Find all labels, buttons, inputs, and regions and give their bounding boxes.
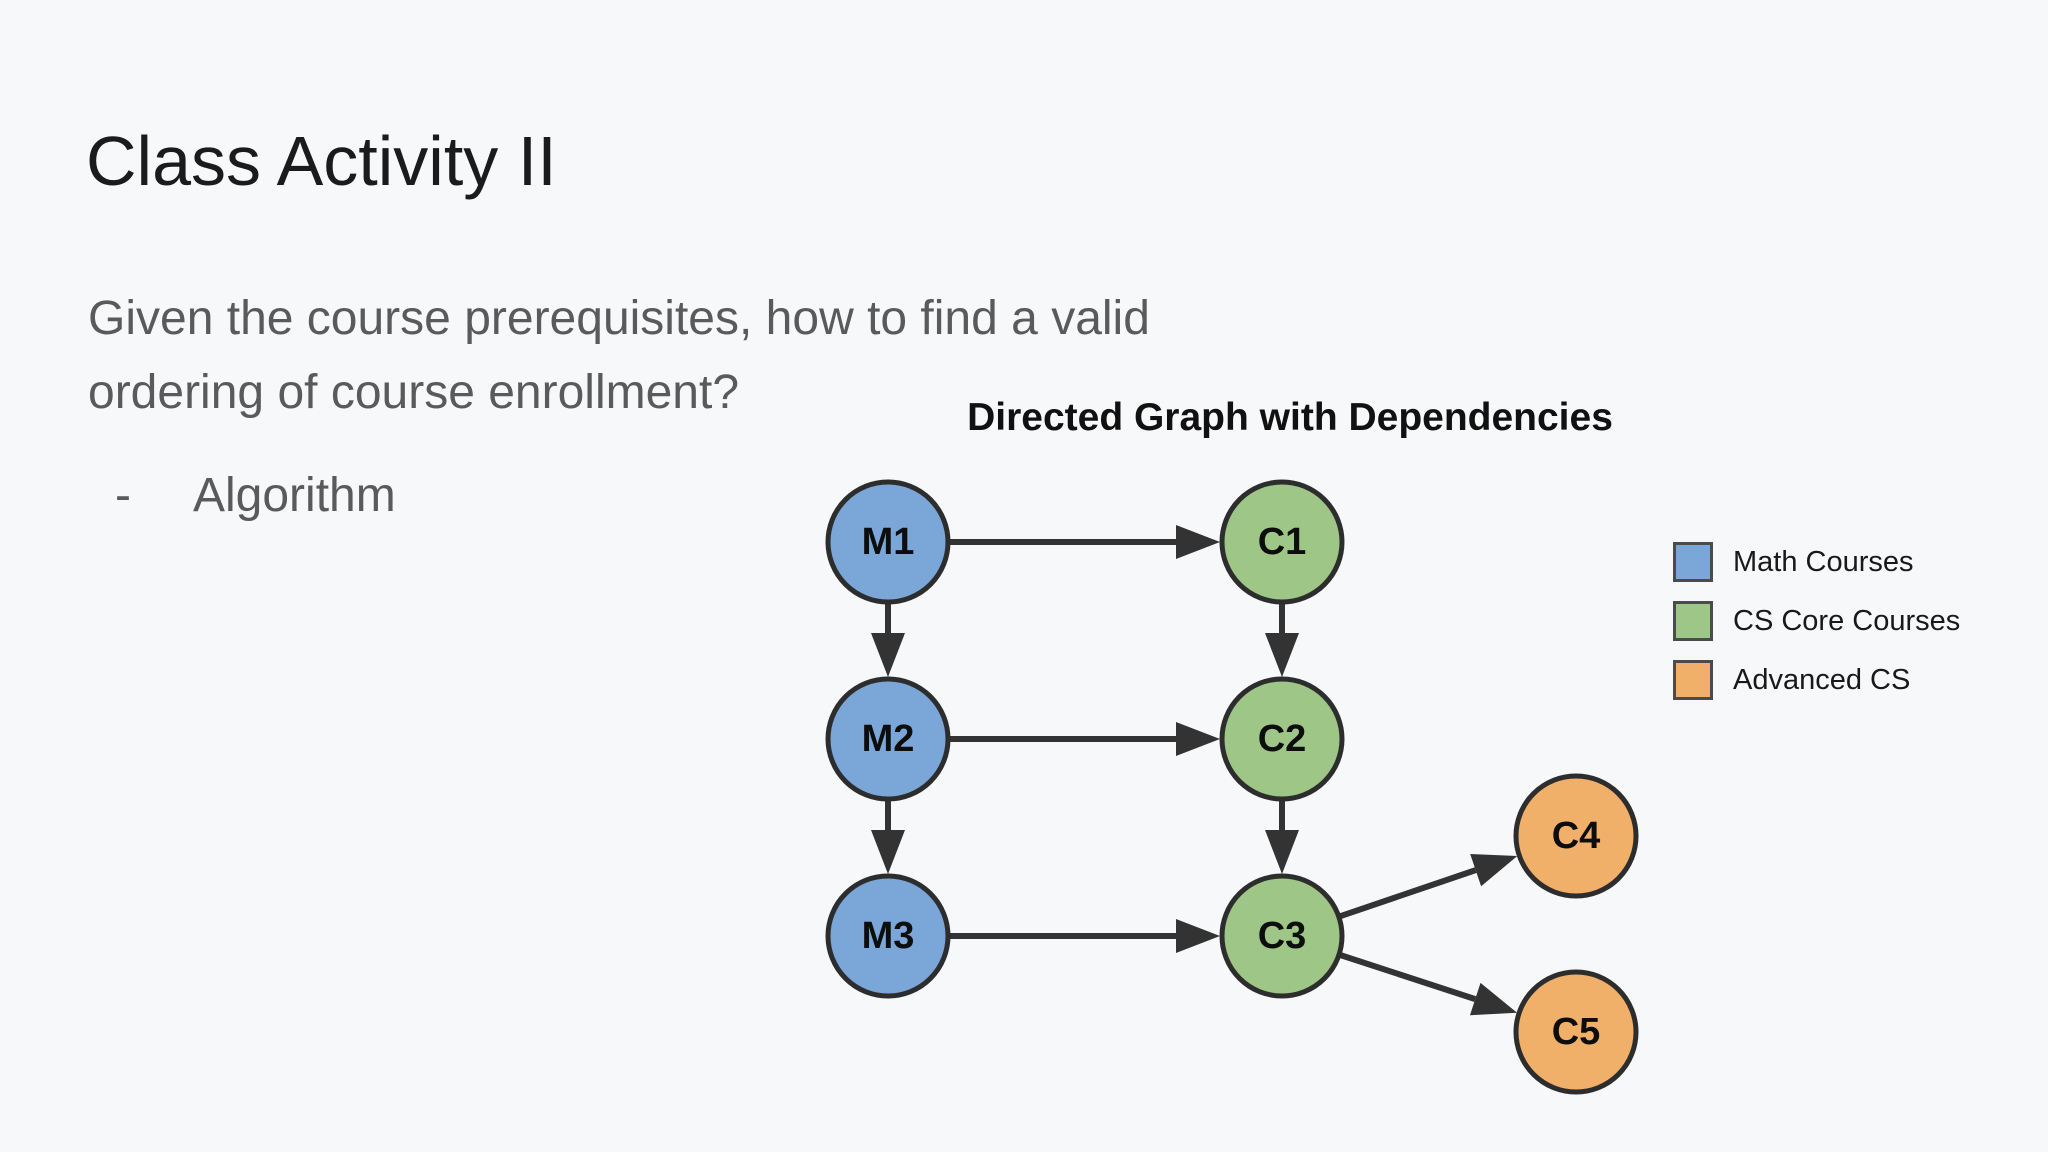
arrowhead-icon [1265, 633, 1299, 677]
edge-M1-M2 [871, 602, 905, 677]
legend-label-core: CS Core Courses [1733, 605, 1961, 637]
node-M2: M2 [825, 676, 951, 802]
advanced-cs-swatch-icon [1673, 660, 1713, 700]
page-title: Class Activity II [86, 122, 557, 200]
question-text: Given the course prerequisites, how to f… [88, 282, 1150, 430]
edge-C2-C3 [1265, 799, 1299, 874]
bullet-label: Algorithm [192, 469, 396, 522]
edge-C1-C2 [1265, 602, 1299, 677]
node-label-C2: C2 [1258, 718, 1307, 760]
edge-M1-C1 [948, 525, 1220, 559]
node-label-C3: C3 [1258, 915, 1307, 957]
legend-item-core: CS Core Courses [1673, 601, 1960, 641]
edge-C3-C4 [1337, 854, 1518, 920]
node-label-M1: M1 [862, 521, 915, 563]
legend-label-advanced: Advanced CS [1733, 664, 1911, 696]
arrowhead-icon [1176, 919, 1220, 953]
edge-M3-C3 [948, 919, 1220, 953]
edge-M2-C2 [948, 722, 1220, 756]
legend: Math Courses CS Core Courses Advanced CS [1673, 542, 1960, 719]
node-C5: C5 [1513, 969, 1639, 1095]
node-M1: M1 [825, 479, 951, 605]
node-C1: C1 [1219, 479, 1345, 605]
node-C3: C3 [1219, 873, 1345, 999]
cs-core-courses-swatch-icon [1673, 601, 1713, 641]
node-label-C5: C5 [1552, 1011, 1601, 1053]
node-label-M3: M3 [862, 915, 915, 957]
node-label-C4: C4 [1552, 815, 1601, 857]
question-line-1: Given the course prerequisites, how to f… [88, 292, 1150, 345]
edge-C3-C5 [1338, 951, 1518, 1016]
diagram-title: Directed Graph with Dependencies [967, 396, 1613, 439]
arrowhead-icon [871, 633, 905, 677]
arrowhead-icon [1470, 854, 1518, 887]
node-label-M2: M2 [862, 718, 915, 760]
legend-item-math: Math Courses [1673, 542, 1960, 582]
arrowhead-icon [1469, 982, 1518, 1016]
node-C4: C4 [1513, 773, 1639, 899]
bullet-item-algorithm: - Algorithm [115, 472, 396, 520]
arrowhead-icon [1265, 830, 1299, 874]
question-line-2: ordering of course enrollment? [88, 366, 740, 419]
arrowhead-icon [1176, 722, 1220, 756]
node-M3: M3 [825, 873, 951, 999]
arrowhead-icon [1176, 525, 1220, 559]
node-C2: C2 [1219, 676, 1345, 802]
bullet-marker: - [115, 469, 131, 522]
node-label-C1: C1 [1258, 521, 1307, 563]
legend-item-advanced: Advanced CS [1673, 660, 1960, 700]
edge-M2-M3 [871, 799, 905, 874]
arrowhead-icon [871, 830, 905, 874]
math-courses-swatch-icon [1673, 542, 1713, 582]
legend-label-math: Math Courses [1733, 546, 1914, 578]
